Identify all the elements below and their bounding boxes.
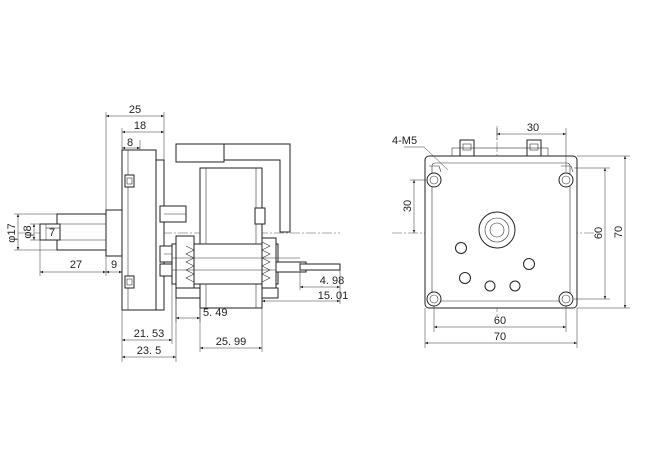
- dim-21-53: 21. 53: [134, 328, 165, 340]
- output-shaft-hub: [56, 213, 107, 251]
- dim-70-right: 70: [613, 226, 625, 238]
- dim-23-5: 23. 5: [137, 345, 161, 357]
- dim-25: 25: [129, 104, 141, 116]
- dim-7: 7: [49, 227, 55, 239]
- mounting-hole-tr: [558, 172, 574, 188]
- dim-15-01: 15. 01: [318, 290, 349, 302]
- dim-30-left: 30: [402, 200, 414, 212]
- plate-hole-1: [455, 242, 467, 254]
- dim-18: 18: [134, 120, 146, 132]
- dim-30-top: 30: [527, 122, 539, 134]
- bottom-bracket-left: [175, 287, 201, 299]
- dim-4-m5: 4-M5: [392, 135, 417, 147]
- gearbox-back-plate: [155, 159, 165, 311]
- rear-shaft: [299, 263, 341, 271]
- motor-frame-tab: [175, 143, 225, 163]
- front-flange-boss: [105, 209, 123, 257]
- dim-60-right: 60: [593, 227, 605, 239]
- plate-hole-4: [484, 280, 496, 292]
- plate-hole-3: [459, 272, 471, 284]
- front-view: 4-M5 30 30 60 70 60 70: [392, 122, 630, 348]
- dim-4-98: 4. 98: [320, 275, 344, 287]
- mounting-hole-br: [558, 291, 574, 307]
- dim-27: 27: [70, 259, 82, 271]
- coil-screw: [254, 207, 266, 225]
- shaft-boss: [478, 211, 516, 249]
- dim-phi8: φ8: [22, 225, 34, 238]
- dim-25-99: 25. 99: [216, 336, 247, 348]
- dim-8: 8: [127, 137, 133, 149]
- dim-70-bottom: 70: [494, 331, 506, 343]
- dim-5-49: 5. 49: [203, 307, 227, 319]
- plate-hole-2: [523, 258, 535, 270]
- cover-clip-top: [124, 174, 135, 188]
- mounting-hole-bl: [426, 291, 442, 307]
- cover-clip-bottom: [124, 275, 135, 289]
- plate-hole-5: [509, 280, 521, 292]
- motor-coil: [199, 167, 263, 309]
- bottom-bracket-right: [261, 287, 279, 299]
- dim-60-bottom: 60: [494, 315, 506, 327]
- side-view: 25 18 8 φ17 φ8 7 27 9 4. 98: [6, 104, 348, 362]
- dim-phi17: φ17: [6, 223, 18, 242]
- mounting-hole-tl: [426, 172, 442, 188]
- rotor-left-bracket: [175, 235, 195, 293]
- dim-9: 9: [111, 259, 117, 271]
